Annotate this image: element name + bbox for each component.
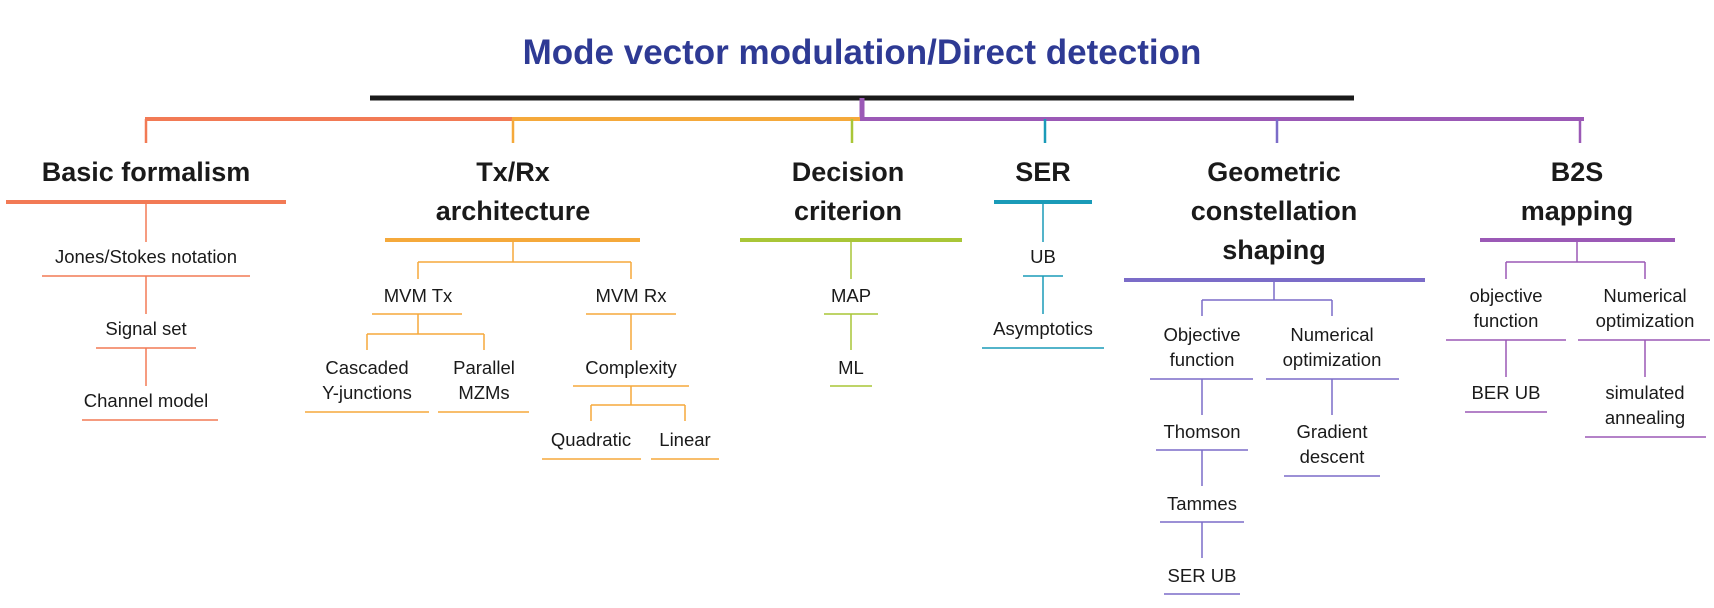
node-b2s-numerical-line1: Numerical [1603,285,1686,306]
node-map: MAP [831,285,871,306]
node-complexity: Complexity [585,357,677,378]
branch-ser: SER UB Asymptotics [982,157,1104,349]
node-gradient-line2: descent [1300,446,1365,467]
node-cascaded-line2: Y-junctions [322,382,412,403]
heading-decision-line2: criterion [794,196,902,226]
node-objective-line1: Objective [1163,324,1240,345]
node-b2s-objective-line1: objective [1469,285,1542,306]
node-tammes: Tammes [1167,493,1237,514]
node-simulated-line2: annealing [1605,407,1685,428]
node-parallel-line2: MZMs [458,382,509,403]
branch-basic-formalism: Basic formalism Jones/Stokes notation Si… [6,157,286,421]
heading-txrx-line2: architecture [436,196,591,226]
node-asymptotics: Asymptotics [993,318,1093,339]
node-quadratic: Quadratic [551,429,631,450]
node-cascaded-line1: Cascaded [325,357,408,378]
node-jones-stokes: Jones/Stokes notation [55,246,237,267]
node-channel-model: Channel model [84,390,208,411]
node-numerical-line2: optimization [1283,349,1382,370]
node-ser-ub: SER UB [1168,565,1237,586]
heading-txrx-line1: Tx/Rx [476,157,550,187]
heading-decision-line1: Decision [792,157,905,187]
node-ber-ub: BER UB [1472,382,1541,403]
branch-geometric-constellation-shaping: Geometric constellation shaping Objectiv… [1124,157,1425,595]
node-b2s-numerical-line2: optimization [1596,310,1695,331]
node-parallel-line1: Parallel [453,357,515,378]
node-numerical-line1: Numerical [1290,324,1373,345]
node-ub: UB [1030,246,1056,267]
heading-ser: SER [1015,157,1071,187]
node-linear: Linear [659,429,710,450]
heading-gcs-line1: Geometric [1207,157,1341,187]
node-b2s-objective-line2: function [1474,310,1539,331]
node-gradient-line1: Gradient [1297,421,1368,442]
diagram-title: Mode vector modulation/Direct detection [523,33,1202,72]
heading-gcs-line2: constellation [1191,196,1358,226]
node-mvm-rx: MVM Rx [596,285,668,306]
branch-txrx-architecture: Tx/Rx architecture MVM Tx Cascaded Y-jun… [305,157,719,460]
node-ml: ML [838,357,864,378]
heading-b2s-line1: B2S [1551,157,1604,187]
node-mvm-tx: MVM Tx [384,285,453,306]
heading-basic-formalism: Basic formalism [42,157,251,187]
heading-gcs-line3: shaping [1222,235,1326,265]
node-simulated-line1: simulated [1605,382,1684,403]
branch-b2s-mapping: B2S mapping objective function BER UB Nu… [1446,157,1710,438]
node-signal-set: Signal set [105,318,186,339]
node-thomson: Thomson [1163,421,1240,442]
heading-b2s-line2: mapping [1521,196,1634,226]
branch-decision-criterion: Decision criterion MAP ML [740,157,962,387]
node-objective-line2: function [1170,349,1235,370]
